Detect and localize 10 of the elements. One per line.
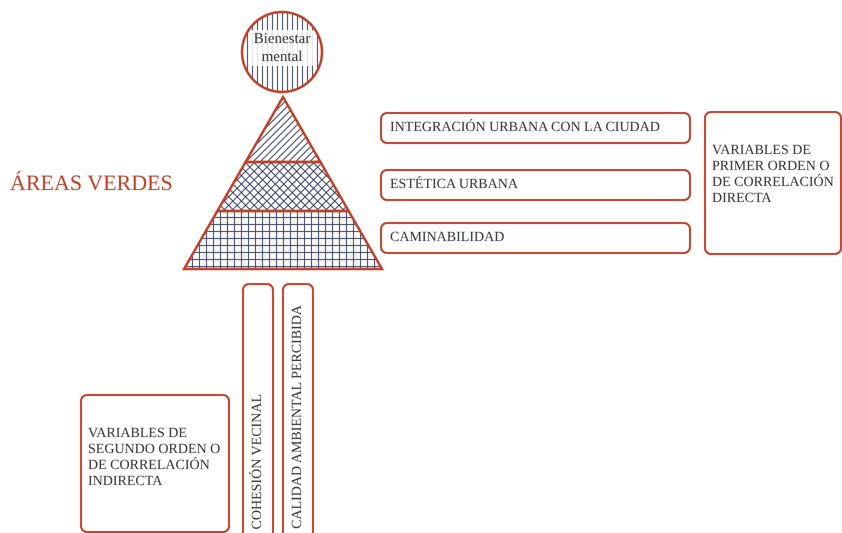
variable-box: CALIDAD AMBIENTAL PERCIBIDA [282, 283, 314, 533]
variable-box: INTEGRACIÓN URBANA CON LA CIUDAD [380, 112, 691, 144]
title-label: ÁREAS VERDES [10, 170, 173, 196]
circle-node: Bienestar mental [240, 10, 324, 94]
variable-box: CAMINABILIDAD [380, 222, 691, 254]
variable-box: COHESIÓN VECINAL [242, 283, 274, 533]
category-box: VARIABLES DE SEGUNDO ORDEN O DE CORRELACIÓN INDIRECTA [80, 394, 230, 533]
category-box: VARIABLES DE PRIMER ORDEN O DE CORRELACIÓN DIRECTA [704, 111, 842, 255]
variable-box: ESTÉTICA URBANA [380, 169, 691, 201]
pyramid-drawing [182, 95, 384, 271]
